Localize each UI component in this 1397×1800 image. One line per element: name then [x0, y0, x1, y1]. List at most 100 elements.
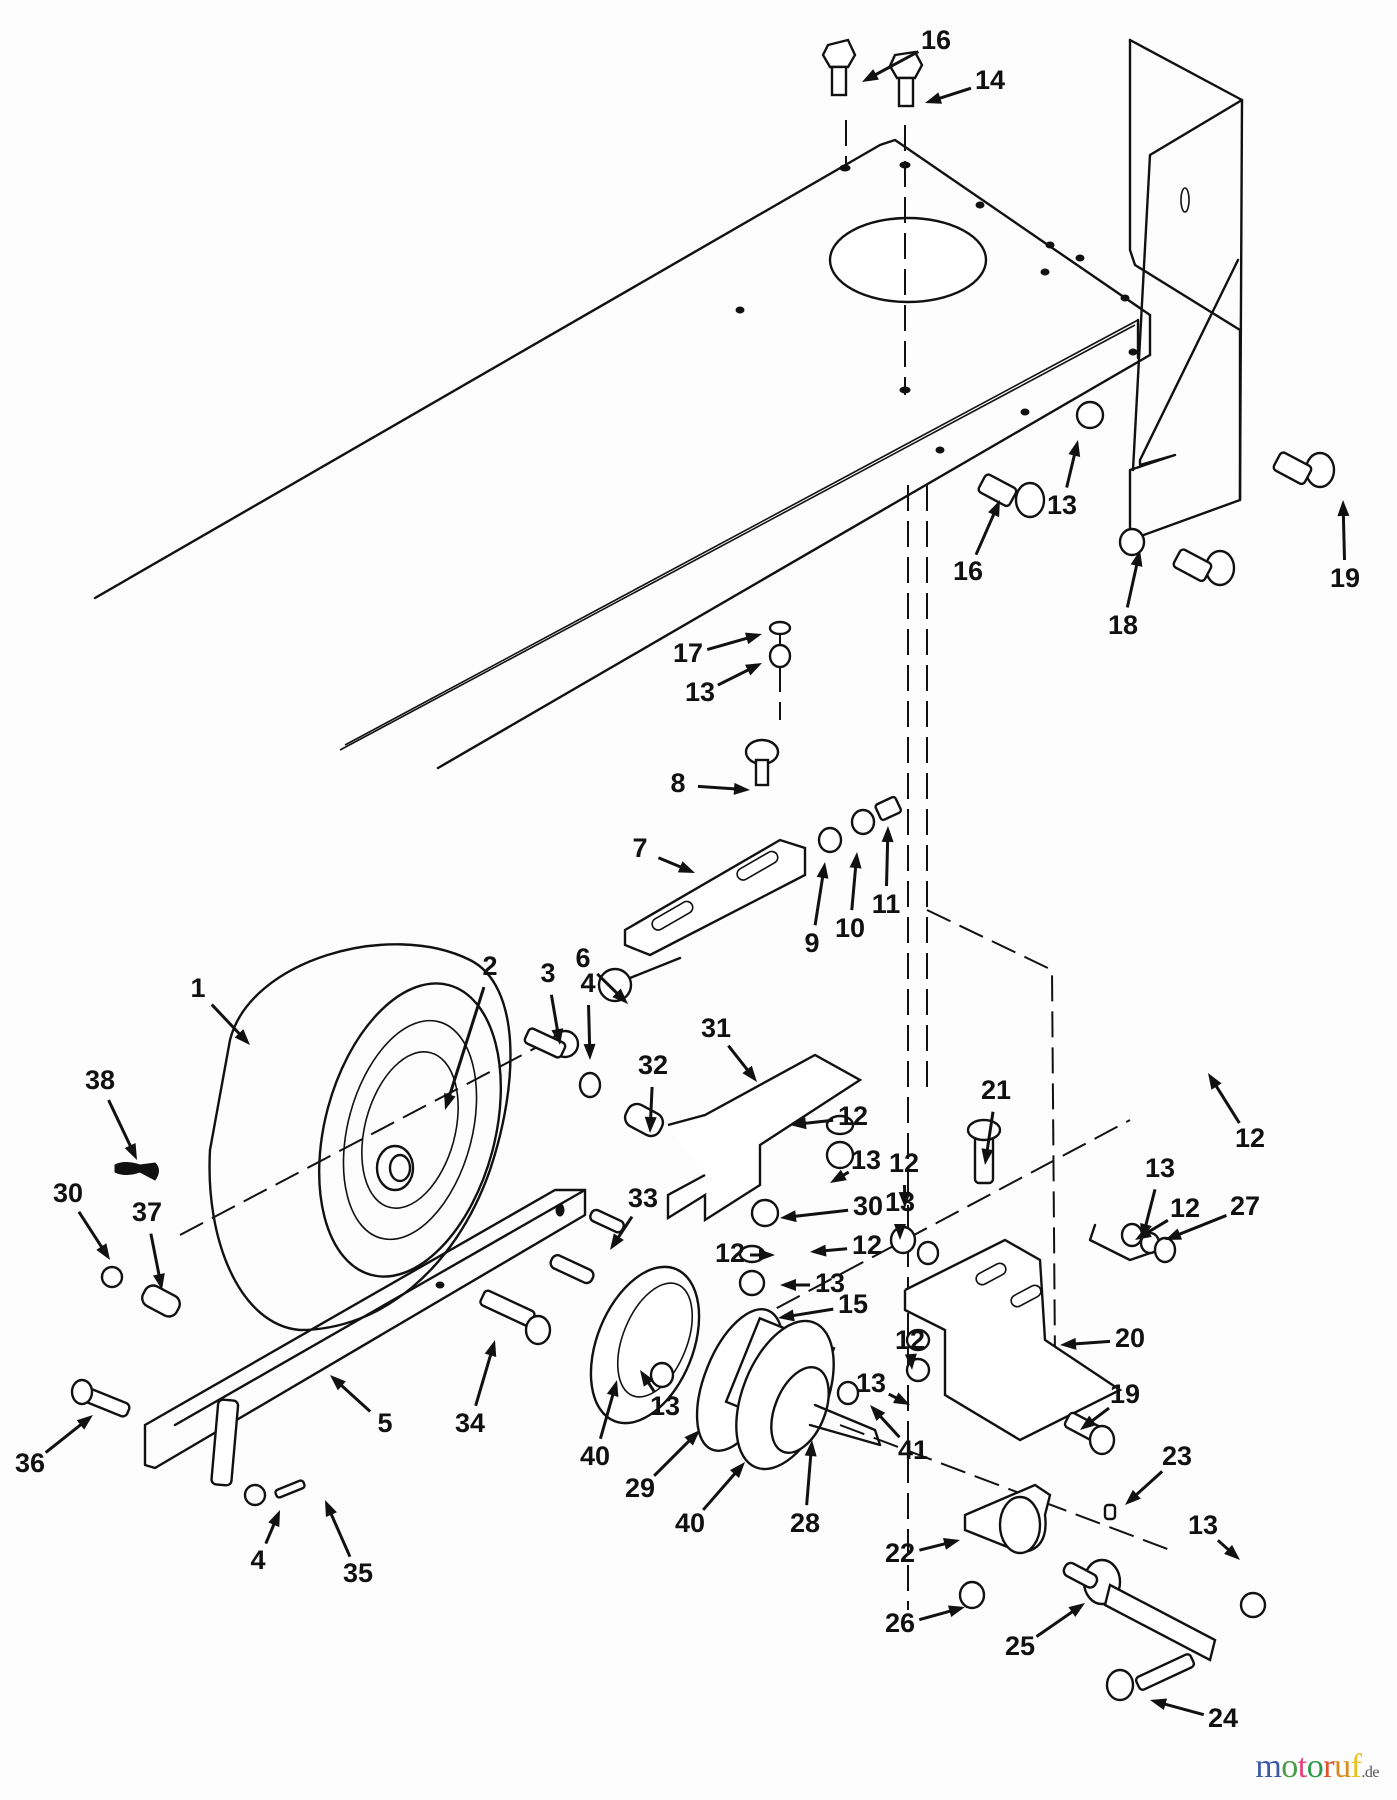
- callout-label-13: 13: [1188, 1510, 1218, 1540]
- callout-label-35: 35: [343, 1558, 373, 1588]
- callout-label-12: 12: [889, 1148, 919, 1178]
- drive-hub: [589, 1265, 882, 1471]
- deck-frame: [93, 138, 1152, 770]
- callout-leaders: [44, 50, 1350, 1717]
- leader-line-13: [1065, 449, 1078, 488]
- arrowhead-7: [677, 861, 695, 873]
- leader-line-26: [918, 1608, 956, 1622]
- arrowhead-31: [742, 1065, 757, 1082]
- callout-label-13: 13: [650, 1391, 680, 1421]
- callout-label-13: 13: [856, 1368, 886, 1398]
- side-plate: [1128, 38, 1244, 542]
- callout-label-30: 30: [853, 1191, 883, 1221]
- adjust-bracket: [623, 838, 807, 957]
- callout-label-8: 8: [670, 768, 685, 798]
- leader-line-10: [850, 861, 858, 911]
- callout-label-25: 25: [1005, 1631, 1035, 1661]
- callout-label-29: 29: [625, 1473, 655, 1503]
- arrowhead-34: [484, 1340, 497, 1358]
- callout-label-9: 9: [804, 928, 819, 958]
- callout-label-41: 41: [898, 1435, 928, 1465]
- arrowhead-29: [684, 1430, 700, 1446]
- arrowhead-26: [947, 1605, 965, 1618]
- callout-label-40: 40: [675, 1508, 705, 1538]
- arrowhead-13: [640, 1370, 654, 1387]
- callout-label-33: 33: [628, 1183, 658, 1213]
- arrowhead-20: [1060, 1337, 1077, 1350]
- leader-line-16: [974, 508, 998, 556]
- leader-line-14: [934, 86, 972, 102]
- callout-label-20: 20: [1115, 1323, 1145, 1353]
- watermark-letter: m: [1255, 1748, 1282, 1785]
- callout-label-12: 12: [1235, 1123, 1265, 1153]
- arrowhead-13: [893, 1392, 910, 1405]
- callout-label-13: 13: [1047, 490, 1077, 520]
- hardware: [70, 38, 1336, 1702]
- leader-line-32: [648, 1086, 654, 1124]
- leader-line-8: [697, 784, 741, 791]
- callout-label-12: 12: [852, 1230, 882, 1260]
- leader-line-23: [1131, 1470, 1164, 1500]
- callout-label-12: 12: [838, 1101, 868, 1131]
- callout-label-19: 19: [1110, 1379, 1140, 1409]
- callout-label-13: 13: [851, 1145, 881, 1175]
- bearing-assembly: [963, 1483, 1217, 1662]
- leader-line-21: [985, 1111, 995, 1156]
- leader-line-9: [813, 871, 825, 926]
- callout-label-10: 10: [835, 913, 865, 943]
- arrowhead-13: [830, 1169, 847, 1183]
- callout-label-11: 11: [872, 889, 901, 919]
- callout-label-4: 4: [250, 1545, 265, 1575]
- arrowhead-17: [744, 632, 762, 645]
- arrowhead-6: [612, 988, 628, 1004]
- arrowhead-12: [904, 1353, 917, 1370]
- leader-line-11: [885, 835, 890, 887]
- callout-label-23: 23: [1162, 1441, 1192, 1471]
- arrowhead-22: [943, 1538, 960, 1550]
- callout-label-1: 1: [190, 973, 205, 1003]
- callout-label-38: 38: [85, 1065, 115, 1095]
- callout-label-26: 26: [885, 1608, 915, 1638]
- mount-bracket-20: [903, 1238, 1123, 1442]
- watermark-text: motoruf: [1255, 1748, 1362, 1785]
- callout-label-13: 13: [885, 1187, 915, 1217]
- arrowhead-38: [124, 1142, 137, 1160]
- leader-line-29: [653, 1436, 694, 1477]
- arrowhead-25: [1068, 1603, 1085, 1618]
- leader-line-35: [327, 1508, 352, 1558]
- arrowhead-14: [925, 92, 943, 104]
- arrowhead-5: [330, 1375, 346, 1391]
- callout-label-40: 40: [580, 1441, 610, 1471]
- arrowhead-10: [849, 852, 862, 869]
- arrowhead-21: [981, 1148, 994, 1165]
- callout-label-18: 18: [1108, 610, 1138, 640]
- leader-line-5: [336, 1380, 372, 1413]
- arrowhead-19: [1080, 1415, 1097, 1430]
- callout-label-34: 34: [455, 1408, 485, 1438]
- arrowhead-3: [551, 1028, 564, 1045]
- arrowhead-23: [1125, 1489, 1141, 1505]
- callout-label-4: 4: [580, 968, 595, 998]
- arrowhead-19: [1337, 500, 1350, 517]
- leader-line-3: [549, 994, 560, 1036]
- leader-line-27: [1173, 1214, 1227, 1238]
- arrowhead-4: [268, 1510, 280, 1528]
- arrowhead-40: [606, 1380, 619, 1398]
- callout-label-31: 31: [701, 1013, 731, 1043]
- leader-line-17: [706, 635, 753, 651]
- callout-label-16: 16: [921, 25, 951, 55]
- arrowhead-12: [810, 1244, 827, 1257]
- arrowhead-27: [1165, 1228, 1183, 1240]
- arrowhead-28: [804, 1440, 817, 1457]
- callout-label-17: 17: [673, 638, 703, 668]
- callout-label-12: 12: [895, 1325, 925, 1355]
- leader-line-31: [727, 1044, 752, 1076]
- callout-label-28: 28: [790, 1508, 820, 1538]
- callout-label-36: 36: [15, 1448, 45, 1478]
- leader-line-40: [702, 1468, 740, 1511]
- leader-line-13: [717, 666, 754, 687]
- arrowhead-13: [1068, 440, 1081, 457]
- leader-line-16: [870, 50, 920, 79]
- arrowhead-33: [610, 1233, 624, 1250]
